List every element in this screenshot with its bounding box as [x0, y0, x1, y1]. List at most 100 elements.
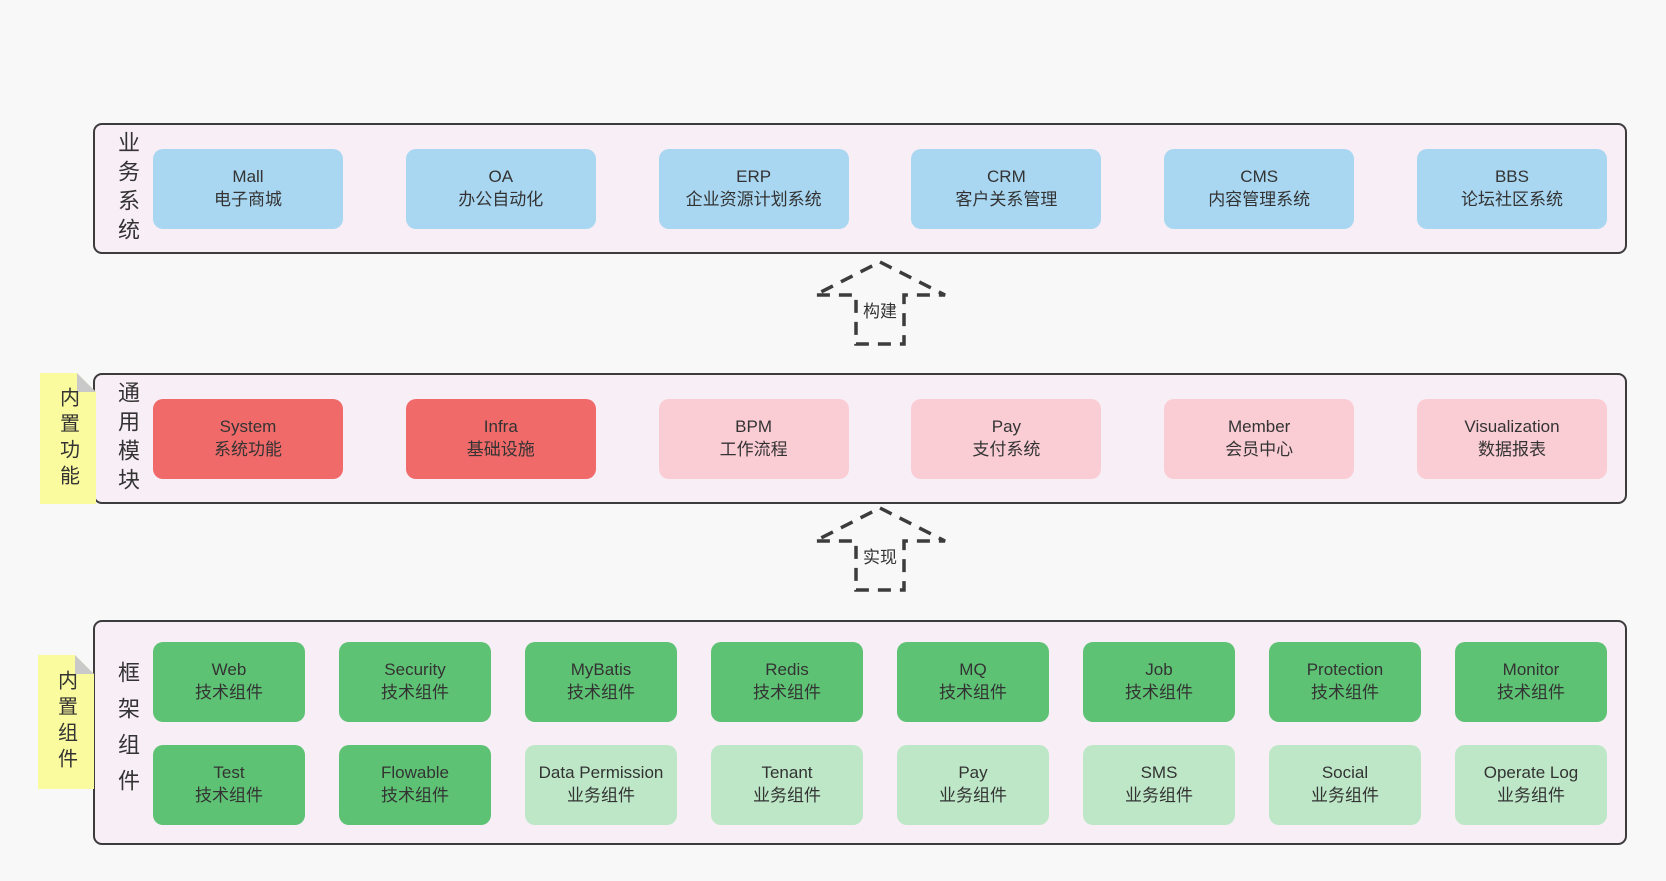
- node-desc: 技术组件: [753, 683, 821, 702]
- node-desc: 技术组件: [195, 683, 263, 702]
- framework-components-row-1: Web 技术组件 Security 技术组件 MyBatis 技术组件 Redi…: [153, 642, 1607, 722]
- node-system: System 系统功能: [153, 398, 343, 479]
- node-tenant: Tenant 业务组件: [711, 745, 863, 825]
- layer-label-framework-components: 框架组件: [115, 660, 140, 805]
- node-name: Redis: [765, 660, 809, 680]
- node-name: CMS: [1240, 166, 1279, 186]
- node-web: Web 技术组件: [153, 642, 305, 722]
- node-name: OA: [488, 166, 514, 186]
- node-pay-component: Pay 业务组件: [897, 745, 1049, 825]
- framework-components-row-2: Test 技术组件 Flowable 技术组件 Data Permission …: [153, 745, 1607, 825]
- sticky-note-label: 内置组件: [54, 670, 77, 774]
- node-name: Web: [211, 660, 247, 680]
- node-desc: 业务组件: [1311, 786, 1379, 805]
- node-bpm: BPM 工作流程: [658, 398, 849, 479]
- node-name: SMS: [1140, 763, 1178, 783]
- node-crm: CRM 客户关系管理: [911, 148, 1102, 229]
- node-member: Member 会员中心: [1164, 398, 1355, 479]
- node-desc: 技术组件: [1311, 683, 1379, 702]
- layer-common-modules: 通用模块 System 系统功能 Infra 基础设施 BPM 工作流程 Pay…: [93, 373, 1627, 504]
- node-name: Pay: [991, 416, 1022, 436]
- node-test: Test 技术组件: [153, 745, 305, 825]
- node-desc: 电子商城: [214, 189, 282, 209]
- business-systems-row: Mall 电子商城 OA 办公自动化 ERP 企业资源计划系统 CRM 客户关系…: [153, 148, 1607, 229]
- node-desc: 业务组件: [939, 786, 1007, 805]
- node-name: Flowable: [380, 763, 450, 783]
- node-desc: 会员中心: [1225, 439, 1294, 459]
- node-name: Test: [213, 763, 245, 783]
- node-desc: 技术组件: [381, 683, 449, 702]
- arrow-implement: 实现: [805, 505, 955, 593]
- node-name: Security: [384, 660, 446, 680]
- node-name: Social: [1321, 763, 1369, 783]
- node-name: Data Permission: [538, 763, 664, 783]
- node-name: MyBatis: [570, 660, 632, 680]
- layer-framework-components: 框架组件 Web 技术组件 Security 技术组件 MyBatis 技术组件…: [93, 620, 1627, 845]
- node-name: ERP: [736, 166, 772, 186]
- common-modules-row: System 系统功能 Infra 基础设施 BPM 工作流程 Pay 支付系统…: [153, 398, 1607, 479]
- sticky-note-built-in-features: 内置功能: [40, 373, 96, 504]
- node-desc: 技术组件: [939, 683, 1007, 702]
- node-name: MQ: [959, 660, 987, 680]
- node-data-permission: Data Permission 业务组件: [525, 745, 677, 825]
- layer-business-systems: 业务系统 Mall 电子商城 OA 办公自动化 ERP 企业资源计划系统 CRM…: [93, 123, 1627, 254]
- up-arrow-icon: [814, 506, 946, 592]
- node-mq: MQ 技术组件: [897, 642, 1049, 722]
- node-desc: 技术组件: [1497, 683, 1565, 702]
- node-desc: 业务组件: [753, 786, 821, 805]
- node-desc: 论坛社区系统: [1460, 189, 1563, 209]
- node-name: Member: [1228, 416, 1291, 436]
- node-desc: 技术组件: [1125, 683, 1193, 702]
- folded-corner-icon: [77, 373, 96, 392]
- node-name: Mall: [232, 166, 264, 186]
- node-pay-module: Pay 支付系统: [911, 398, 1102, 479]
- arrow-build-label: 构建: [858, 295, 902, 324]
- node-sms: SMS 业务组件: [1083, 745, 1235, 825]
- node-protection: Protection 技术组件: [1269, 642, 1421, 722]
- node-name: Pay: [958, 763, 988, 783]
- node-desc: 技术组件: [381, 786, 449, 805]
- node-name: Protection: [1306, 660, 1384, 680]
- node-desc: 基础设施: [466, 439, 535, 459]
- node-monitor: Monitor 技术组件: [1455, 642, 1607, 722]
- node-desc: 业务组件: [567, 786, 635, 805]
- node-name: Operate Log: [1483, 763, 1579, 783]
- node-desc: 技术组件: [195, 786, 263, 805]
- arrow-implement-label: 实现: [858, 541, 902, 570]
- node-name: Tenant: [761, 763, 813, 783]
- node-visualization: Visualization 数据报表: [1416, 398, 1607, 479]
- node-desc: 企业资源计划系统: [685, 189, 822, 209]
- node-infra: Infra 基础设施: [405, 398, 596, 479]
- sticky-note-label: 内置功能: [56, 386, 79, 491]
- node-name: Job: [1145, 660, 1173, 680]
- node-name: BBS: [1494, 166, 1529, 186]
- sticky-note-built-in-components: 内置组件: [38, 655, 94, 789]
- node-desc: 业务组件: [1125, 786, 1193, 805]
- node-mybatis: MyBatis 技术组件: [525, 642, 677, 722]
- node-name: Infra: [483, 416, 518, 436]
- node-desc: 支付系统: [972, 439, 1041, 459]
- node-social: Social 业务组件: [1269, 745, 1421, 825]
- node-flowable: Flowable 技术组件: [339, 745, 491, 825]
- node-name: Monitor: [1502, 660, 1560, 680]
- node-name: CRM: [987, 166, 1026, 186]
- layer-label-common-modules: 通用模块: [115, 380, 140, 497]
- node-operate-log: Operate Log 业务组件: [1455, 745, 1607, 825]
- node-name: BPM: [735, 416, 773, 436]
- node-desc: 办公自动化: [458, 189, 544, 209]
- node-desc: 业务组件: [1497, 786, 1565, 805]
- node-desc: 系统功能: [214, 439, 282, 459]
- node-desc: 工作流程: [719, 439, 788, 459]
- node-desc: 内容管理系统: [1208, 189, 1311, 209]
- arrow-build: 构建: [805, 259, 955, 347]
- node-desc: 客户关系管理: [955, 189, 1058, 209]
- node-redis: Redis 技术组件: [711, 642, 863, 722]
- node-name: System: [219, 416, 277, 436]
- layer-label-business-systems: 业务系统: [115, 130, 140, 247]
- node-bbs: BBS 论坛社区系统: [1416, 148, 1607, 229]
- node-erp: ERP 企业资源计划系统: [658, 148, 849, 229]
- node-mall: Mall 电子商城: [153, 148, 343, 229]
- node-name: Visualization: [1464, 416, 1560, 436]
- node-job: Job 技术组件: [1083, 642, 1235, 722]
